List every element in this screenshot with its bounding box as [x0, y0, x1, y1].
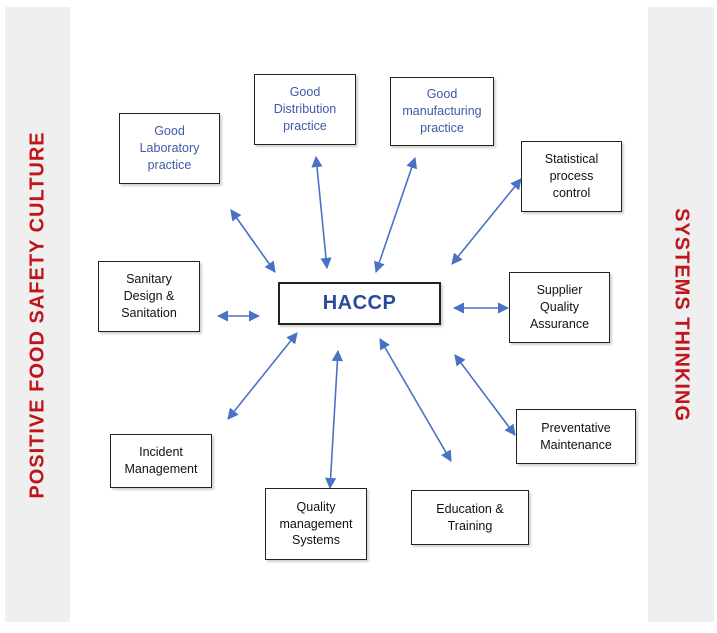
arrow-preventative: [454, 354, 516, 436]
incident-management-box: Incident Management: [110, 434, 212, 488]
sanitary-design-sanitation-box: Sanitary Design & Sanitation: [98, 261, 200, 332]
arrow-statistical: [451, 178, 522, 265]
preventative-maintenance-box: Preventative Maintenance: [516, 409, 636, 464]
right-band: SYSTEMS THINKING: [648, 7, 714, 622]
good-manufacturing-practice-box: Good manufacturing practice: [390, 77, 494, 146]
left-band: POSITIVE FOOD SAFETY CULTURE: [5, 7, 70, 622]
education-training-box: Education & Training: [411, 490, 529, 545]
good-distribution-practice-box: Good Distribution practice: [254, 74, 356, 145]
quality-management-systems-box: Quality management Systems: [265, 488, 367, 560]
arrow-laboratory: [230, 209, 276, 273]
arrow-manufacturing: [373, 156, 418, 274]
arrow-distribution: [311, 155, 332, 270]
haccp-box: HACCP: [278, 282, 441, 325]
arrow-education: [379, 338, 452, 462]
supplier-quality-assurance-box: Supplier Quality Assurance: [509, 272, 610, 343]
arrow-quality: [324, 349, 344, 490]
good-laboratory-practice-box: Good Laboratory practice: [119, 113, 220, 184]
arrow-incident: [227, 332, 298, 420]
statistical-process-control-box: Statistical process control: [521, 141, 622, 212]
